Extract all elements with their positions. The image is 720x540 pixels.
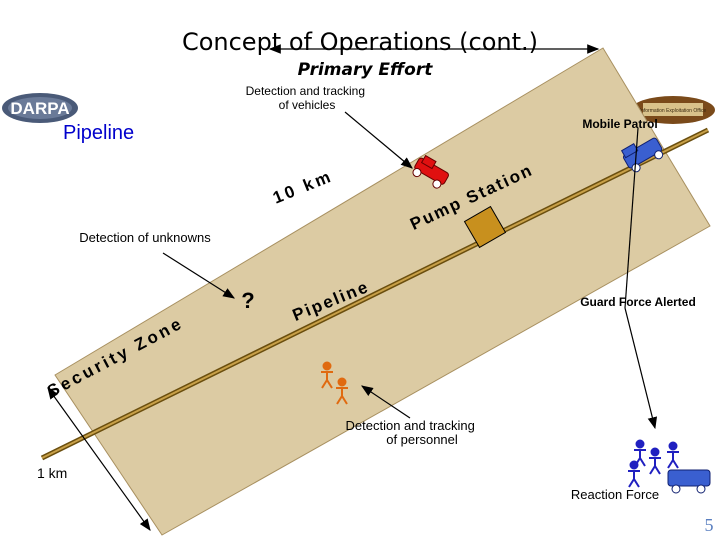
darpa-logo-text: DARPA [10, 99, 69, 118]
arrow-detect-vehicles [344, 111, 413, 169]
pump-station-icon [463, 205, 507, 249]
personnel-icon [321, 361, 348, 405]
one-km-dimension-line [47, 387, 151, 531]
detect-vehicles-label: Detection and tracking of vehicles [246, 84, 369, 112]
arrow-guard-reaction [624, 307, 658, 430]
reaction-force-label: Reaction Force [571, 487, 659, 502]
red-vehicle-icon [412, 154, 449, 189]
mobile-patrol-label: Mobile Patrol [582, 117, 657, 131]
reaction-force-personnel-icon [628, 439, 679, 488]
arrow-patrol-down [624, 127, 639, 309]
detect-unknowns-label: Detection of unknowns [79, 230, 211, 245]
pipeline-heading: Pipeline [63, 122, 134, 144]
ipto-logo-text: Information Exploitation Office [640, 108, 707, 114]
unknown-mark: ? [241, 288, 254, 313]
one-km-label: 1 km [37, 465, 67, 481]
ten-km-label: 10 km [270, 166, 336, 207]
reaction-force-vehicle-icon [667, 469, 711, 494]
page-subtitle: Primary Effort [297, 60, 433, 80]
guard-force-label: Guard Force Alerted [580, 295, 696, 309]
arrow-detect-personnel [361, 385, 411, 419]
detect-personnel-label: Detection and tracking of personnel [346, 418, 479, 447]
page-number: 5 [705, 515, 714, 535]
mobile-patrol-vehicle-icon [620, 137, 664, 173]
darpa-logo: DARPA [2, 93, 78, 123]
arrow-detect-unknowns [162, 252, 236, 299]
ipto-logo: Information Exploitation Office [631, 96, 715, 124]
